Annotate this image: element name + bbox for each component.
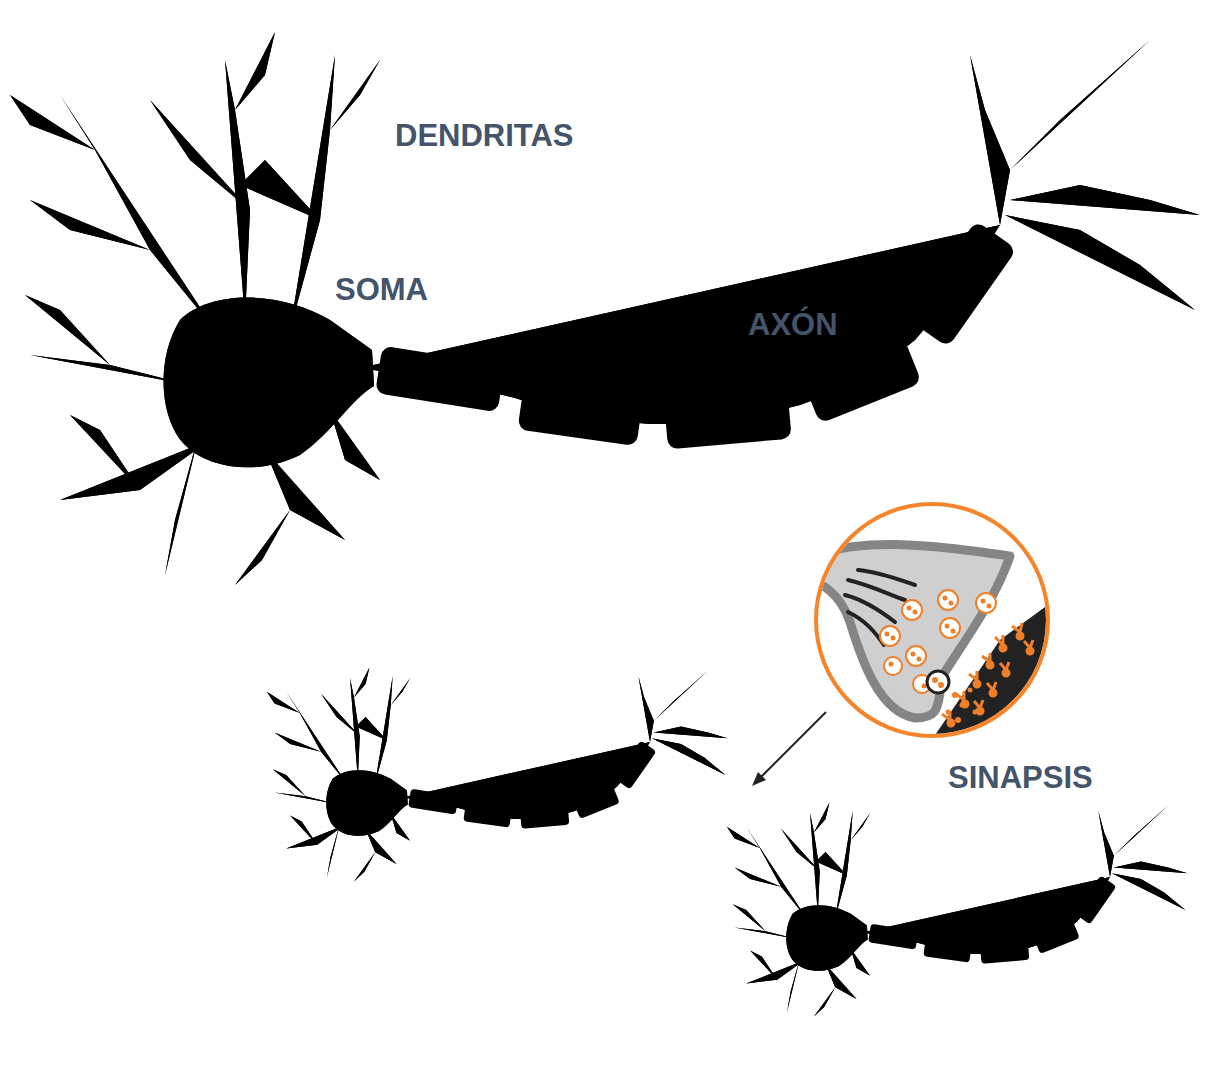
neuron-small	[267, 667, 728, 881]
part-label: DENDRITAS	[395, 120, 574, 151]
part-label: SINAPSIS	[948, 762, 1093, 793]
part-label: SOMA	[335, 274, 428, 305]
leader-arrow	[752, 712, 826, 786]
synapse-inset	[800, 504, 1075, 760]
neuron-large	[10, 32, 1200, 585]
part-label: AXÓN	[748, 309, 838, 340]
neuron-small	[727, 802, 1188, 1016]
